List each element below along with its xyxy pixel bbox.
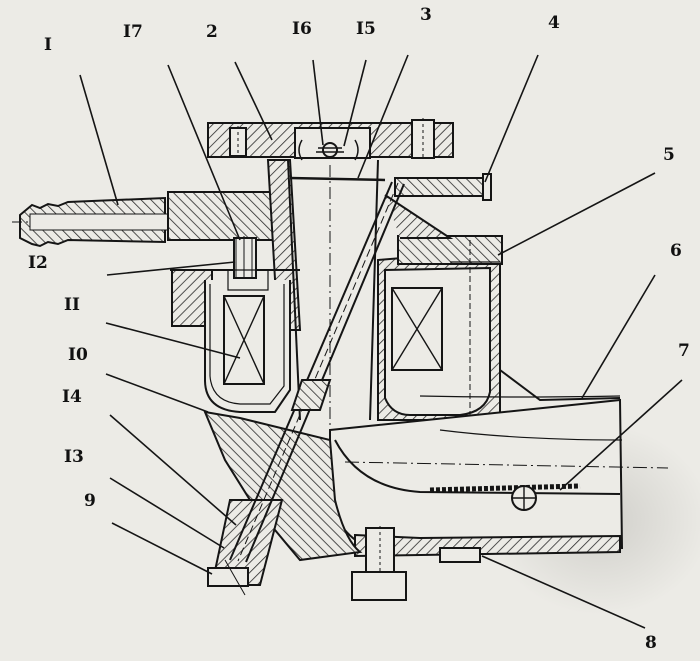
bottom-plate xyxy=(351,526,621,601)
label-9: 9 xyxy=(84,491,96,511)
adjust-screw xyxy=(384,173,492,239)
body-left-block xyxy=(167,159,302,331)
label-17: I7 xyxy=(123,22,143,42)
float-needle xyxy=(429,483,581,511)
part-labels: I I7 2 I6 I5 3 4 5 6 7 I2 II I0 I4 I3 9 … xyxy=(28,5,690,653)
label-3: 3 xyxy=(420,5,432,25)
drawing xyxy=(12,118,669,601)
throttle-tube xyxy=(229,181,405,563)
label-1: I xyxy=(44,35,52,55)
label-6: 6 xyxy=(670,241,682,261)
label-2: 2 xyxy=(206,22,218,42)
label-14: I4 xyxy=(62,387,82,407)
label-15: I5 xyxy=(356,19,376,39)
label-4: 4 xyxy=(548,13,560,33)
float-chamber-right xyxy=(377,235,503,421)
label-16: I6 xyxy=(292,19,312,39)
label-12: I2 xyxy=(28,253,48,273)
venturi-bore xyxy=(287,159,386,430)
float-chamber-left xyxy=(204,236,291,413)
leader-lines xyxy=(79,54,683,629)
label-7: 7 xyxy=(678,341,690,361)
label-5: 5 xyxy=(663,145,675,165)
choke-shaft xyxy=(298,139,359,161)
main-jet-assembly xyxy=(203,410,363,596)
label-10: I0 xyxy=(68,345,88,365)
top-flange xyxy=(207,118,454,160)
fuel-inlet-pipe xyxy=(12,196,171,248)
label-8: 8 xyxy=(645,633,657,653)
label-11: II xyxy=(64,295,80,315)
label-13: I3 xyxy=(64,447,84,467)
